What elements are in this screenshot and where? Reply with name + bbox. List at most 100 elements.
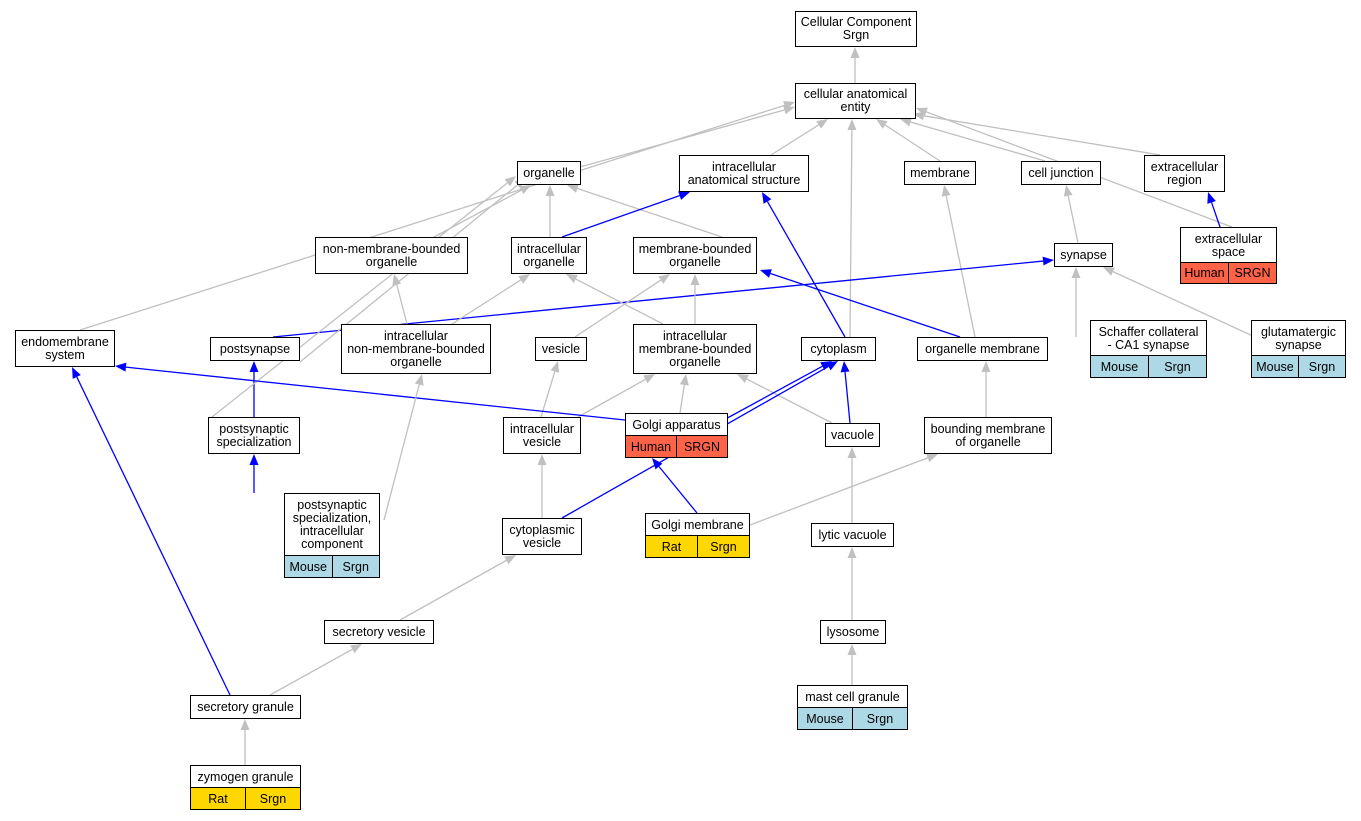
is-a-edge-line bbox=[910, 121, 1046, 162]
node-extracellular-space[interactable]: extracellular space bbox=[1180, 227, 1277, 264]
part-of-edge-arrowhead bbox=[249, 361, 259, 372]
part-of-edge-line bbox=[770, 272, 961, 338]
is-a-edge-line bbox=[884, 124, 941, 162]
is-a-edge-arrowhead bbox=[916, 107, 928, 117]
node-postsynapse[interactable]: postsynapse bbox=[210, 337, 300, 361]
part-of-edge-line bbox=[844, 371, 851, 424]
node-extracellular-region[interactable]: extracellular region bbox=[1144, 155, 1225, 192]
is-a-edge-line bbox=[540, 371, 556, 418]
is-a-edge-arrowhead bbox=[566, 274, 578, 284]
is-a-edge-arrowhead bbox=[643, 374, 655, 384]
node-secretory-vesicle[interactable]: secretory vesicle bbox=[324, 620, 434, 644]
node-cellular-component[interactable]: Cellular Component Srgn bbox=[795, 11, 917, 47]
gene-label: Srgn bbox=[245, 788, 300, 809]
node-organelle[interactable]: organelle bbox=[517, 161, 581, 185]
is-a-edge-arrowhead bbox=[1063, 185, 1073, 197]
part-of-edge-line bbox=[125, 366, 626, 421]
is-a-edge-arrowhead bbox=[926, 453, 938, 463]
node-postsynaptic-specialization[interactable]: postsynaptic specialization bbox=[208, 417, 300, 454]
species-label: Human bbox=[1181, 263, 1228, 283]
is-a-edge-arrowhead bbox=[545, 185, 555, 196]
is-a-edge-line bbox=[383, 384, 420, 521]
is-a-edge-line bbox=[269, 648, 353, 696]
part-of-edge-arrowhead bbox=[1207, 192, 1216, 204]
node-cytoplasmic-vesicle[interactable]: cytoplasmic vesicle bbox=[502, 518, 582, 555]
node-vacuole[interactable]: vacuole bbox=[825, 423, 880, 447]
is-a-edge-arrowhead bbox=[981, 361, 991, 372]
is-a-edge-arrowhead bbox=[392, 274, 402, 286]
annotation-postsynaptic-specialization-intracellular-component: Mouse Srgn bbox=[284, 555, 380, 578]
annotation-mast-cell-granule: Mouse Srgn bbox=[797, 707, 908, 730]
part-of-edge-arrowhead bbox=[652, 458, 663, 470]
node-vesicle[interactable]: vesicle bbox=[535, 337, 587, 361]
node-non-membrane-bounded-organelle[interactable]: non-membrane-bounded organelle bbox=[315, 237, 468, 274]
species-label: Rat bbox=[191, 788, 245, 809]
is-a-edge-line bbox=[923, 115, 1161, 156]
species-label: Mouse bbox=[1091, 356, 1148, 377]
node-golgi-membrane[interactable]: Golgi membrane bbox=[645, 513, 750, 537]
node-secretory-granule[interactable]: secretory granule bbox=[190, 695, 301, 719]
species-label: Mouse bbox=[798, 708, 852, 729]
node-intracellular-organelle[interactable]: intracellular organelle bbox=[511, 237, 587, 274]
node-golgi-apparatus[interactable]: Golgi apparatus bbox=[625, 413, 728, 437]
node-intracellular-anatomical-structure[interactable]: intracellular anatomical structure bbox=[679, 155, 809, 192]
node-glutamatergic-synapse[interactable]: glutamatergic synapse bbox=[1251, 320, 1346, 357]
is-a-edge-arrowhead bbox=[519, 185, 531, 195]
is-a-edge-line bbox=[399, 559, 507, 621]
is-a-edge-line bbox=[945, 195, 976, 338]
gene-label: SRGN bbox=[1228, 263, 1276, 283]
node-lytic-vacuole[interactable]: lytic vacuole bbox=[811, 523, 894, 547]
node-organelle-membrane[interactable]: organelle membrane bbox=[917, 337, 1048, 361]
part-of-edge-arrowhead bbox=[840, 361, 850, 373]
node-cytoplasm[interactable]: cytoplasm bbox=[801, 337, 876, 361]
gene-label: Srgn bbox=[852, 708, 907, 729]
node-synapse[interactable]: synapse bbox=[1054, 243, 1113, 267]
part-of-edge-line bbox=[719, 365, 823, 423]
is-a-edge-arrowhead bbox=[1103, 267, 1115, 276]
node-membrane-bounded-organelle[interactable]: membrane-bounded organelle bbox=[633, 237, 757, 274]
is-a-edge-line bbox=[746, 378, 833, 424]
is-a-edge-line bbox=[849, 129, 853, 338]
gene-label: Srgn bbox=[697, 536, 749, 557]
is-a-edge-arrowhead bbox=[941, 185, 951, 197]
is-a-edge-arrowhead bbox=[690, 274, 700, 285]
part-of-edge-line bbox=[766, 201, 846, 338]
node-bounding-membrane-of-organelle[interactable]: bounding membrane of organelle bbox=[924, 417, 1052, 454]
node-mast-cell-granule[interactable]: mast cell granule bbox=[797, 685, 908, 709]
part-of-edge-line bbox=[658, 466, 698, 514]
species-label: Mouse bbox=[285, 556, 332, 577]
annotation-golgi-apparatus: Human SRGN bbox=[625, 435, 728, 458]
is-a-edge-arrowhead bbox=[876, 119, 888, 129]
part-of-edge-line bbox=[1210, 202, 1221, 228]
node-cell-junction[interactable]: cell junction bbox=[1021, 161, 1101, 185]
is-a-edge-line bbox=[574, 279, 662, 338]
species-label: Mouse bbox=[1252, 356, 1298, 377]
node-cellular-anatomical-entity[interactable]: cellular anatomical entity bbox=[795, 83, 916, 119]
node-schaffer-collateral-ca1-synapse[interactable]: Schaffer collateral - CA1 synapse bbox=[1090, 320, 1207, 357]
is-a-edge-line bbox=[79, 104, 785, 331]
node-intracellular-vesicle[interactable]: intracellular vesicle bbox=[503, 417, 581, 454]
part-of-edge-arrowhead bbox=[762, 192, 772, 204]
species-label: Human bbox=[626, 436, 676, 457]
gene-label: Srgn bbox=[1298, 356, 1345, 377]
is-a-edge-line bbox=[679, 384, 685, 414]
node-intracellular-non-membrane-bounded-organelle[interactable]: intracellular non-membrane-bounded organ… bbox=[341, 324, 491, 374]
is-a-edge-arrowhead bbox=[240, 719, 250, 730]
node-endomembrane-system[interactable]: endomembrane system bbox=[15, 330, 115, 367]
node-postsynaptic-specialization-intracellular-component[interactable]: postsynaptic specialization, intracellul… bbox=[284, 493, 380, 557]
node-intracellular-membrane-bounded-organelle[interactable]: intracellular membrane-bounded organelle bbox=[633, 324, 757, 374]
annotation-golgi-membrane: Rat Srgn bbox=[645, 535, 750, 558]
is-a-edge-line bbox=[577, 187, 723, 238]
node-zymogen-granule[interactable]: zymogen granule bbox=[190, 765, 301, 789]
node-membrane[interactable]: membrane bbox=[904, 161, 976, 185]
is-a-edge-line bbox=[396, 284, 408, 325]
part-of-edge-arrowhead bbox=[249, 454, 259, 465]
is-a-edge-arrowhead bbox=[504, 555, 516, 565]
is-a-edge-line bbox=[770, 124, 820, 156]
gene-label: SRGN bbox=[676, 436, 727, 457]
is-a-edge-arrowhead bbox=[850, 47, 860, 58]
gene-label: Srgn bbox=[331, 556, 379, 577]
node-lysosome[interactable]: lysosome bbox=[820, 620, 886, 644]
is-a-edge-arrowhead bbox=[350, 644, 362, 654]
